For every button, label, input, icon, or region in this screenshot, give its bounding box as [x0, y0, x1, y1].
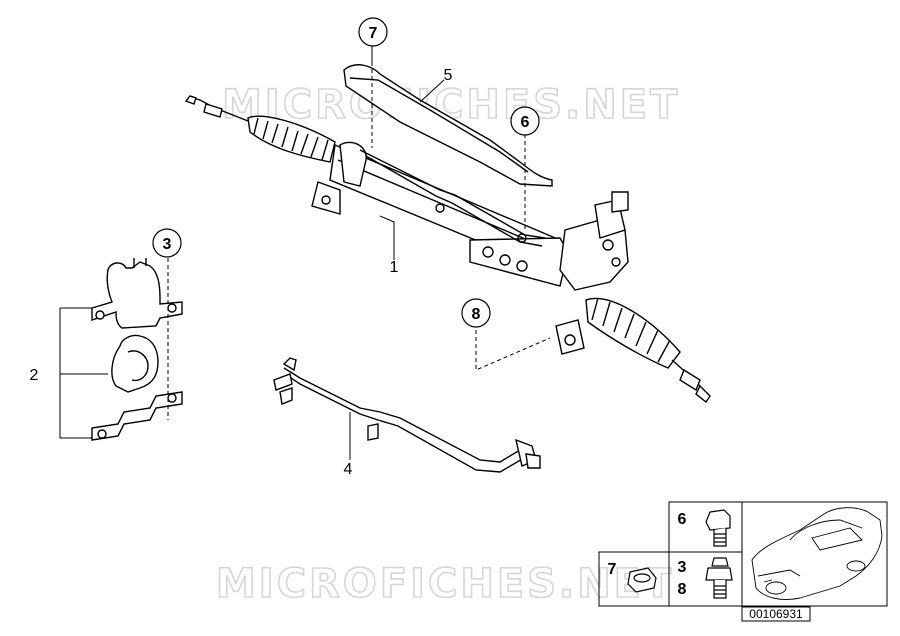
leader-lines — [59, 44, 551, 460]
svg-text:7: 7 — [369, 25, 378, 42]
legend-label-3: 3 — [678, 559, 687, 576]
legend-label-6: 6 — [678, 511, 687, 528]
svg-text:8: 8 — [472, 306, 481, 323]
steering-rack — [184, 95, 711, 404]
svg-text:3: 3 — [163, 236, 172, 253]
callout-6: 6 — [510, 106, 540, 136]
stud-bolt-icon — [705, 557, 733, 599]
label-1: 1 — [390, 259, 399, 276]
label-5: 5 — [444, 67, 453, 84]
pressure-pipe — [273, 357, 541, 473]
callout-3: 3 — [152, 228, 182, 258]
rubber-bushing — [111, 334, 159, 393]
diagram-code-box — [741, 606, 811, 622]
bolt-icon — [705, 509, 731, 547]
diagram-code: 00106931 — [749, 607, 803, 621]
svg-text:6: 6 — [521, 114, 530, 131]
callout-7: 7 — [358, 17, 388, 47]
nut-icon — [627, 567, 657, 593]
clamp-bracket-upper — [91, 258, 183, 329]
callout-8: 8 — [461, 298, 491, 328]
label-4: 4 — [344, 461, 353, 478]
fastener-legend — [598, 501, 888, 607]
legend-label-8: 8 — [678, 581, 687, 598]
label-2: 2 — [30, 367, 39, 384]
watermark-bottom: MICROFICHES.NET — [216, 561, 674, 607]
clamp-bracket-lower — [91, 391, 183, 441]
legend-label-7: 7 — [608, 561, 617, 578]
car-sketch-icon — [751, 507, 883, 600]
heat-shield — [343, 64, 553, 187]
